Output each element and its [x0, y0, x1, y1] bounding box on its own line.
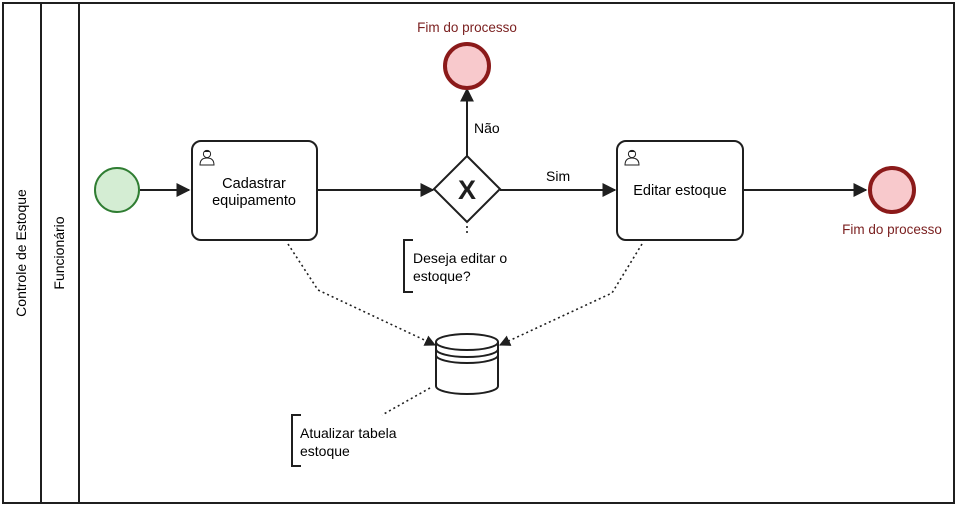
end-event-right[interactable] [868, 166, 916, 214]
annotation-question-line2: estoque? [413, 268, 471, 284]
annotation-datastore: Atualizar tabela estoque [291, 414, 397, 467]
task-cadastrar-equipamento[interactable]: Cadastrar equipamento [191, 140, 318, 241]
association-cadastrar-to-datastore [287, 243, 437, 346]
association-datastore-to-annotation [381, 387, 431, 416]
flow-label-sim: Sim [546, 168, 570, 184]
task-editar-label: Editar estoque [633, 183, 727, 199]
data-store[interactable] [435, 333, 499, 395]
pool-label: Controle de Estoque [13, 189, 29, 317]
end-event-top[interactable] [443, 42, 491, 90]
annotation-question-line1: Deseja editar o [413, 250, 507, 266]
end-event-right-label: Fim do processo [842, 222, 942, 237]
task-cadastrar-label-line2: equipamento [212, 193, 296, 209]
lane-label: Funcionário [51, 216, 67, 289]
end-event-top-label: Fim do processo [417, 20, 517, 35]
exclusive-gateway[interactable]: X [432, 154, 502, 224]
annotation-datastore-line1: Atualizar tabela [300, 425, 397, 441]
annotation-datastore-line2: estoque [300, 443, 350, 459]
task-cadastrar-label-line1: Cadastrar [222, 176, 286, 192]
annotation-question: Deseja editar o estoque? [403, 239, 507, 293]
task-editar-estoque[interactable]: Editar estoque [616, 140, 744, 241]
start-event[interactable] [94, 167, 140, 213]
gateway-x-icon: X [458, 175, 476, 205]
flow-label-nao: Não [474, 120, 500, 136]
